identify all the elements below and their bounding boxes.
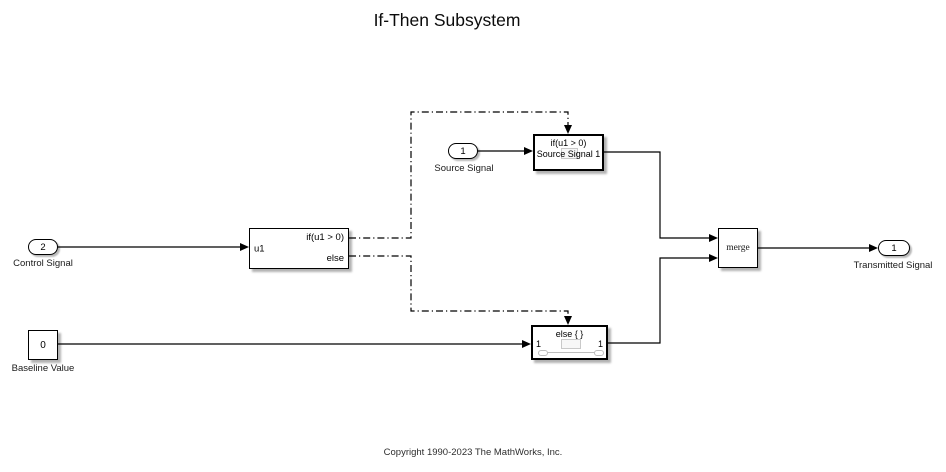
baseline-constant-label: Baseline Value (11, 363, 75, 374)
if-block[interactable]: u1 if(u1 > 0) else (249, 228, 349, 269)
preview-wire (542, 352, 599, 353)
preview-inport-oval (538, 350, 548, 356)
wire-baseline-arrowhead (522, 340, 531, 348)
inport-control-label: Control Signal (13, 258, 73, 269)
outport-number: 1 (891, 242, 897, 254)
inport-source-label: Source Signal (434, 163, 494, 174)
preview-outport-oval (594, 350, 604, 356)
else-action-condition-label: else { } (555, 329, 584, 339)
subsystem-content-preview (561, 148, 578, 159)
baseline-constant-block[interactable]: 0 (28, 330, 58, 360)
if-action-name-label: Source Signal 1 (536, 149, 601, 159)
else-action-outport-number: 1 (597, 339, 603, 349)
if-block-if-output-label: if(u1 > 0) (306, 232, 344, 243)
inport-control-signal[interactable]: 2 (28, 239, 58, 255)
else-action-inport-number: 1 (536, 339, 542, 349)
wire-source-arrowhead (524, 147, 533, 155)
copyright-annotation: Copyright 1990-2023 The MathWorks, Inc. (383, 447, 563, 458)
wire-else-subsystem-arrowhead (709, 254, 718, 262)
wire-control-arrowhead (240, 243, 249, 251)
else-action-subsystem[interactable]: else { } 1 1 (531, 325, 608, 360)
inport-source-number: 1 (460, 145, 466, 157)
if-block-else-output-label: else (326, 253, 344, 264)
baseline-constant-value: 0 (40, 339, 46, 351)
if-action-subsystem[interactable]: if(u1 > 0) Source Signal 1 (533, 134, 604, 171)
if-block-input-label: u1 (254, 243, 265, 254)
wire-merge-arrowhead (869, 244, 878, 252)
inport-control-number: 2 (40, 241, 46, 253)
merge-block-label: merge (726, 243, 750, 253)
action-line-else-arrowhead (564, 316, 572, 325)
outport-transmitted-signal[interactable]: 1 (878, 240, 910, 256)
wire-if-subsystem-arrowhead (709, 234, 718, 242)
merge-block[interactable]: merge (718, 228, 758, 268)
action-line-if-arrowhead (564, 125, 572, 134)
diagram-title: If-Then Subsystem (373, 10, 521, 30)
subsystem-content-preview (561, 339, 581, 349)
wire-else-subsystem-to-merge[interactable] (608, 257, 710, 344)
outport-label: Transmitted Signal (853, 260, 933, 271)
inport-source-signal[interactable]: 1 (448, 143, 478, 159)
action-line-if-branch[interactable] (349, 111, 569, 239)
wire-if-subsystem-to-merge[interactable] (604, 151, 710, 239)
action-line-else-branch[interactable] (349, 255, 569, 317)
if-action-condition-label: if(u1 > 0) (550, 138, 587, 148)
